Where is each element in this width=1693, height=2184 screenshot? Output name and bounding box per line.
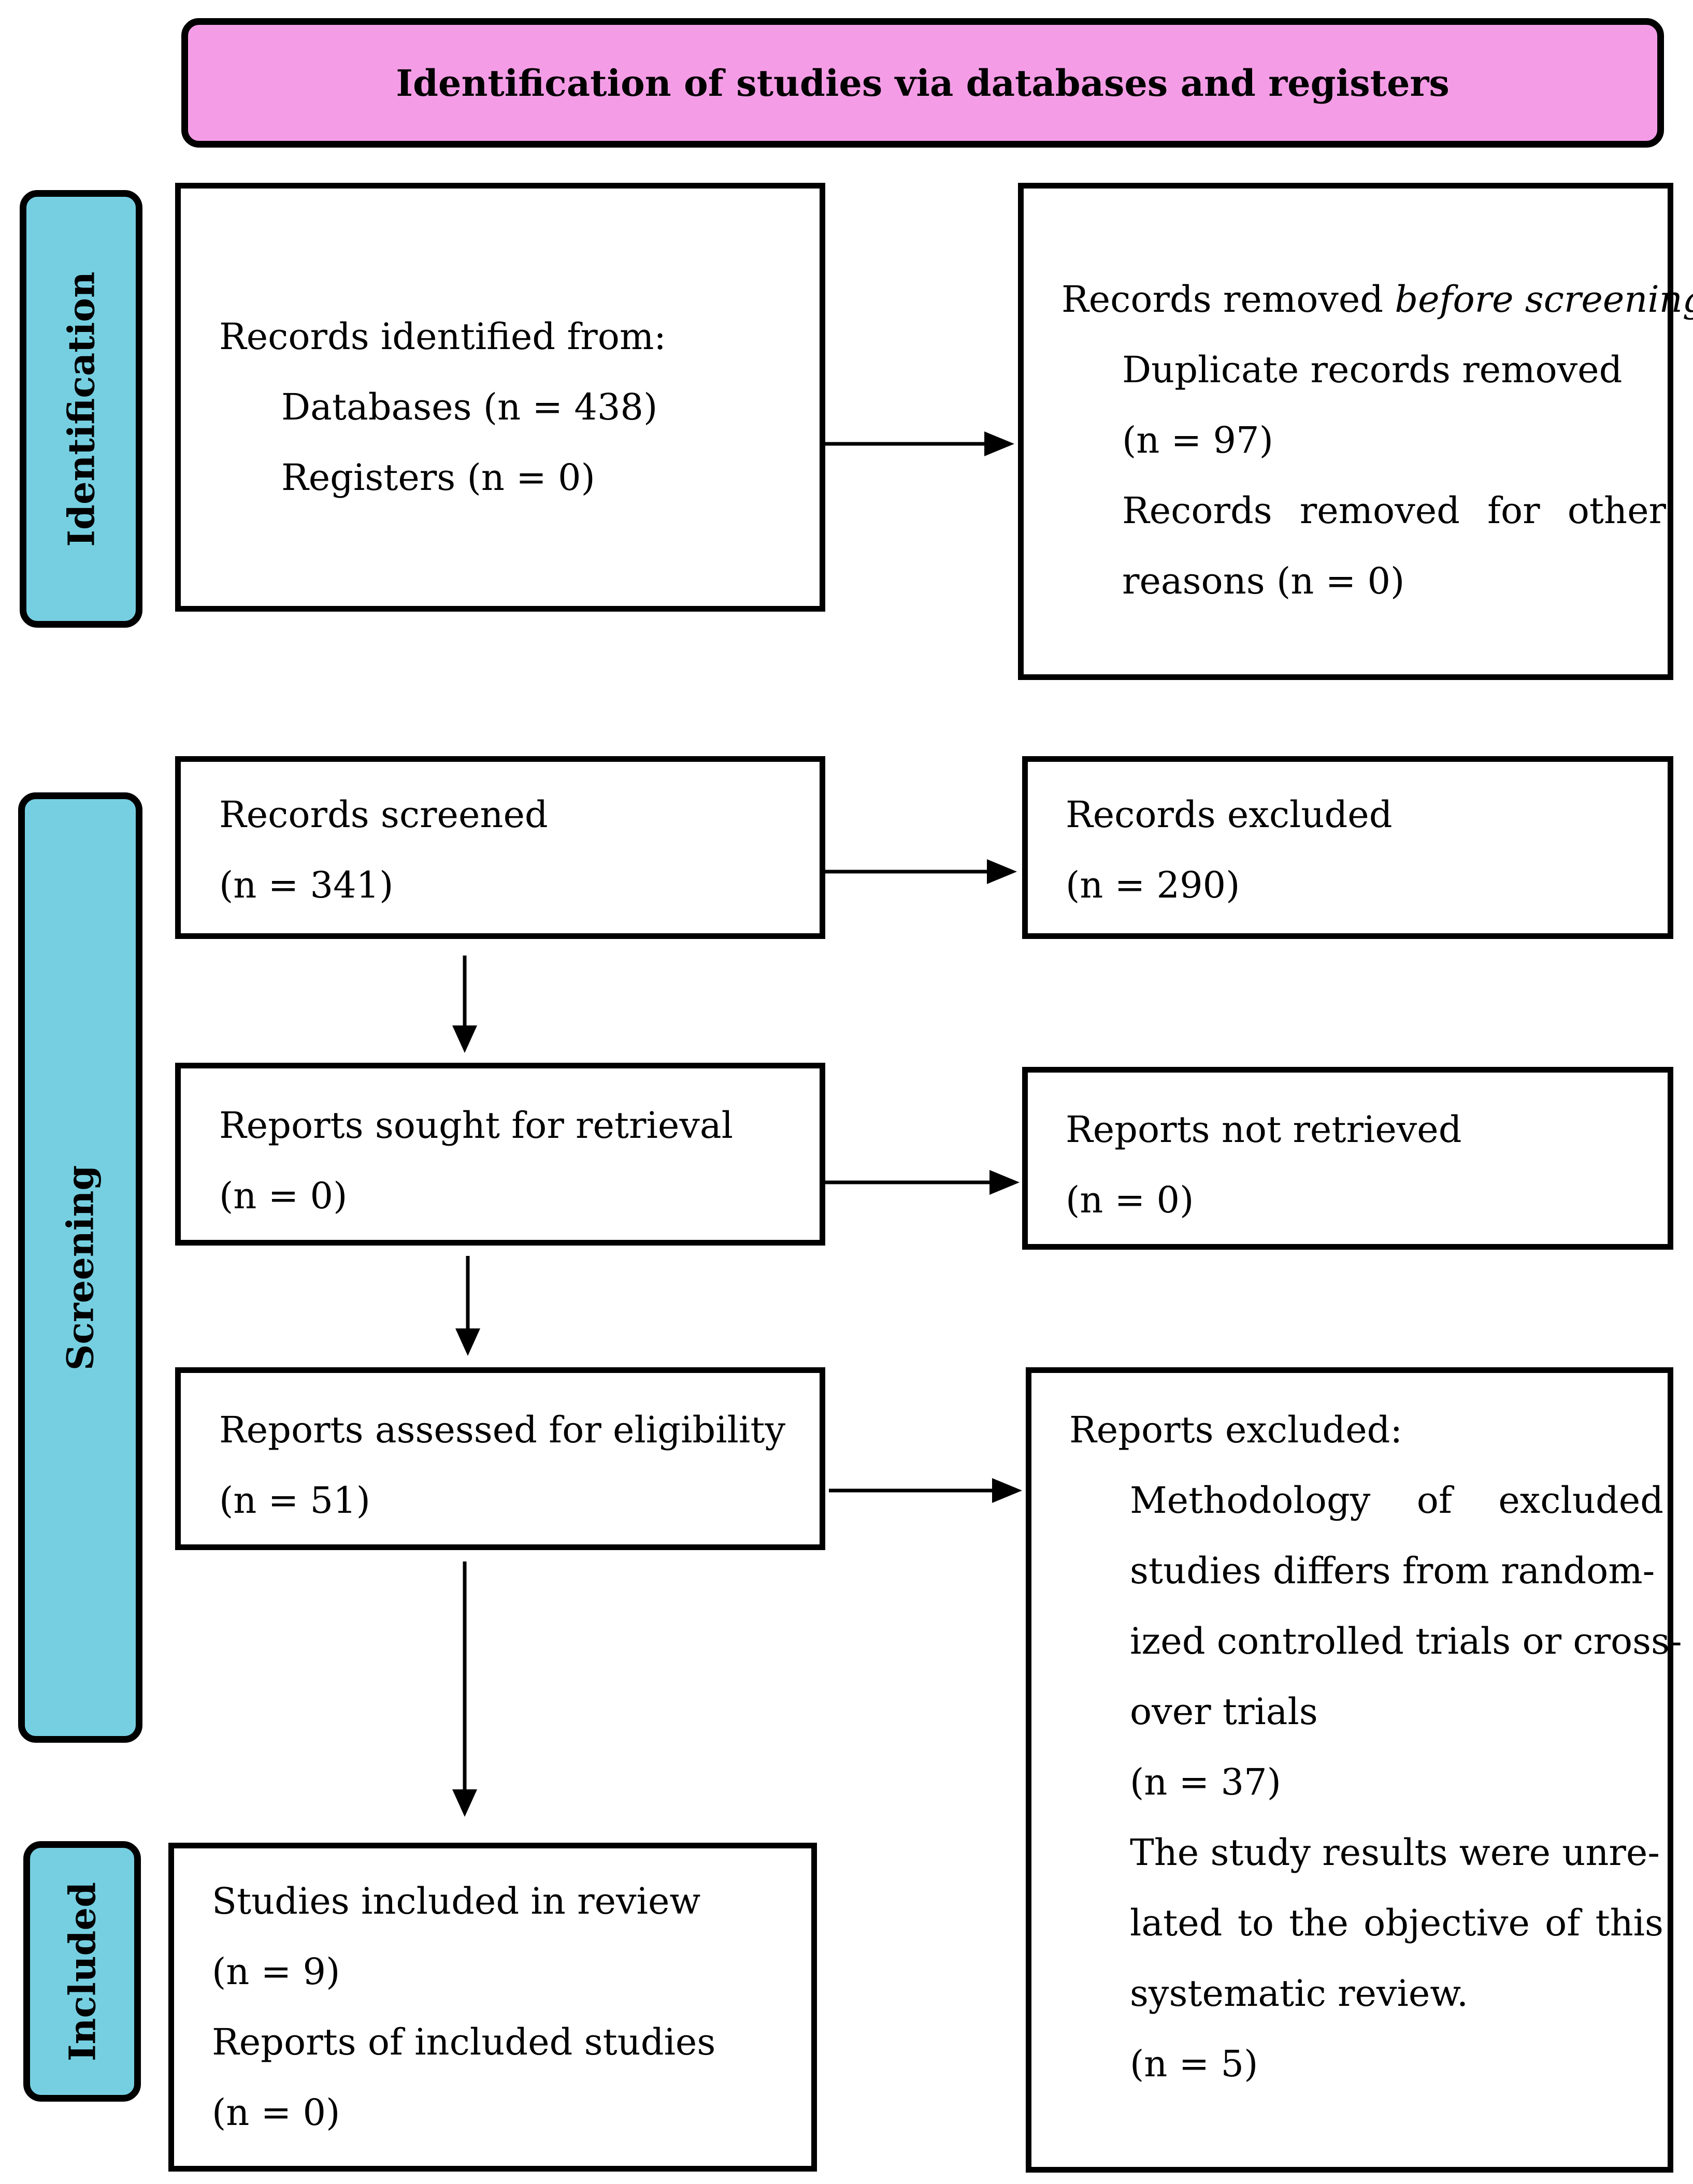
not-retrieved-label: Reports not retrieved [1066,1108,1462,1151]
reports-excluded-count-2: (n = 5) [1130,2043,1258,2085]
removed-other-count: reasons (n = 0) [1122,560,1405,602]
arrowhead-sought-to-not-retrieved [989,1170,1020,1195]
box-studies-included: Studies included in review (n = 9) Repor… [168,1843,817,2172]
sought-count: (n = 0) [219,1175,348,1217]
reports-excluded-line-3: ized controlled trials or cross- [1130,1620,1682,1662]
included-reports-label: Reports of included studies [212,2021,716,2063]
arrowhead-screened-to-excluded [987,859,1017,884]
removed-duplicates-count: (n = 97) [1122,419,1273,461]
not-retrieved-count: (n = 0) [1066,1179,1194,1221]
arrowhead-screened-to-sought [452,1025,477,1053]
diagram-title: Identification of studies via databases … [181,18,1664,148]
box-reports-assessed: Reports assessed for eligibility (n = 51… [175,1367,825,1550]
sought-label: Reports sought for retrieval [219,1104,733,1147]
phase-identification: Identification [20,190,142,628]
included-studies-count: (n = 9) [212,1950,340,1993]
arrowhead-assessed-to-included [452,1789,477,1817]
removed-heading: Records removed before screening: [1061,278,1693,321]
assessed-count: (n = 51) [219,1479,370,1522]
phase-included: Included [23,1841,141,2102]
box-records-removed: Records removed before screening: Duplic… [1018,183,1693,680]
reports-excluded-line-4: over trials [1130,1690,1318,1733]
arrowhead-identified-to-removed [984,431,1014,456]
excluded-label: Records excluded [1066,793,1393,836]
identified-databases: Databases (n = 438) [281,386,658,428]
reports-excluded-count-1: (n = 37) [1130,1761,1281,1803]
reports-excluded-line-2: studies differs from random- [1130,1550,1655,1592]
excluded-count: (n = 290) [1066,864,1240,906]
included-reports-count: (n = 0) [212,2091,340,2134]
identified-registers: Registers (n = 0) [281,456,595,499]
reports-excluded-line-5: The study results were unre- [1130,1831,1660,1874]
box-reports-sought: Reports sought for retrieval (n = 0) [175,1063,825,1246]
identified-heading: Records identified from: [219,315,666,358]
screened-label: Records screened [219,793,548,836]
screened-count: (n = 341) [219,864,394,906]
assessed-label: Reports assessed for eligibility [219,1409,785,1451]
phase-screening: Screening [18,792,142,1743]
box-records-identified: Records identified from: Databases (n = … [175,183,825,612]
box-reports-not-retrieved: Reports not retrieved (n = 0) [1022,1067,1673,1250]
reports-excluded-line-7: systematic review. [1130,1972,1469,2015]
removed-duplicates: Duplicate records removed [1122,349,1623,391]
box-records-screened: Records screened (n = 341) [175,756,825,939]
box-records-excluded: Records excluded (n = 290) [1022,756,1673,939]
reports-excluded-heading: Reports excluded: [1069,1409,1403,1451]
arrowhead-assessed-to-excluded [992,1478,1022,1503]
included-studies-label: Studies included in review [212,1880,701,1922]
arrowhead-sought-to-assessed [455,1328,480,1356]
